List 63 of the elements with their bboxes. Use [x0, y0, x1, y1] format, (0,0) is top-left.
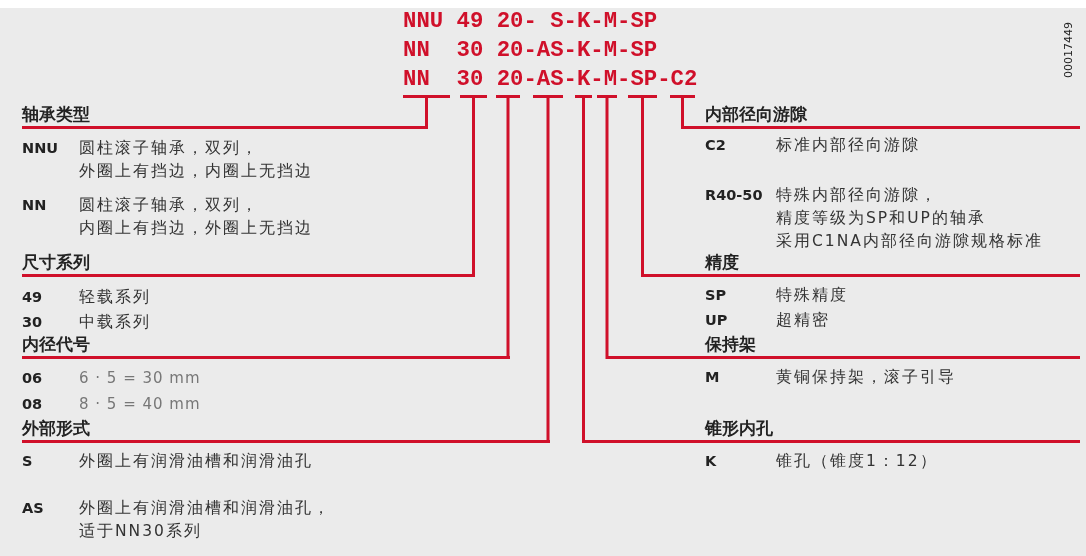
bracket-bar [533, 95, 563, 98]
description-text: 黄铜保持架，滚子引导 [776, 367, 956, 388]
leader-line [506, 98, 510, 359]
code-label: M [705, 368, 720, 387]
designation-code: 20-AS-K-M-SP-C2 [496, 66, 698, 92]
bracket-bar [628, 95, 657, 98]
formula-text: 8 · 5 = 40 mm [79, 394, 201, 415]
bracket-bar [597, 95, 617, 98]
designation-code: NN [403, 66, 430, 92]
section-heading: 保持架 [605, 334, 1080, 359]
leader-line [582, 98, 585, 443]
section-heading: 尺寸系列 [22, 252, 475, 277]
designation-code: 49 [456, 8, 484, 34]
bracket-bar [403, 95, 450, 98]
leader-line [425, 98, 428, 129]
description-text: 外圈上有润滑油槽和润滑油孔 [79, 451, 313, 472]
bracket-bar [496, 95, 520, 98]
description-text: 圆柱滚子轴承，双列，外圈上有挡边，内圈上无挡边 [79, 138, 313, 182]
description-text: 圆柱滚子轴承，双列，内圈上有挡边，外圈上无挡边 [79, 195, 313, 239]
section-heading: 锥形内孔 [582, 418, 1080, 443]
leader-line [605, 98, 609, 359]
bracket-bar [460, 95, 487, 98]
code-label: SP [705, 286, 727, 305]
designation-code: NNU [403, 8, 444, 34]
designation-code: S-K-M-SP [550, 8, 658, 34]
description-text: 锥孔（锥度1：12） [776, 451, 938, 472]
code-label: S [22, 452, 33, 471]
designation-code: NN [403, 37, 430, 63]
section-heading: 轴承类型 [22, 104, 428, 129]
formula-text: 6 · 5 = 30 mm [79, 368, 201, 389]
leader-line [546, 98, 550, 443]
code-label: 08 [22, 395, 43, 414]
designation-code: 20- [496, 8, 537, 34]
leader-line [472, 98, 475, 277]
reference-number: 00017449 [1062, 22, 1075, 78]
description-text: 外圈上有润滑油槽和润滑油孔，适于NN30系列 [79, 498, 331, 542]
code-label: NNU [22, 139, 59, 158]
designation-code: 30 [456, 66, 484, 92]
code-label: NN [22, 196, 47, 215]
code-label: 49 [22, 288, 43, 307]
leader-line [681, 98, 684, 129]
code-label: UP [705, 311, 728, 330]
designation-code: 20-AS-K-M-SP [496, 37, 658, 63]
section-heading: 内部径向游隙 [681, 104, 1080, 129]
code-label: AS [22, 499, 44, 518]
bracket-bar [575, 95, 592, 98]
section-heading: 内径代号 [22, 334, 510, 359]
bracket-bar [670, 95, 695, 98]
description-text: 轻载系列 [79, 287, 151, 308]
description-text: 中载系列 [79, 312, 151, 333]
description-text: 特殊精度 [776, 285, 848, 306]
designation-code: 30 [456, 37, 484, 63]
code-label: R40-50 [705, 186, 763, 205]
code-label: K [705, 452, 717, 471]
leader-line [641, 98, 644, 277]
description-text: 标准内部径向游隙 [776, 135, 920, 156]
description-text: 特殊内部径向游隙，精度等级为SP和UP的轴承采用C1NA内部径向游隙规格标准 [776, 185, 1043, 252]
code-label: C2 [705, 136, 726, 155]
description-text: 超精密 [776, 310, 830, 331]
section-heading: 外部形式 [22, 418, 550, 443]
section-heading: 精度 [641, 252, 1080, 277]
code-label: 30 [22, 313, 43, 332]
code-label: 06 [22, 369, 43, 388]
